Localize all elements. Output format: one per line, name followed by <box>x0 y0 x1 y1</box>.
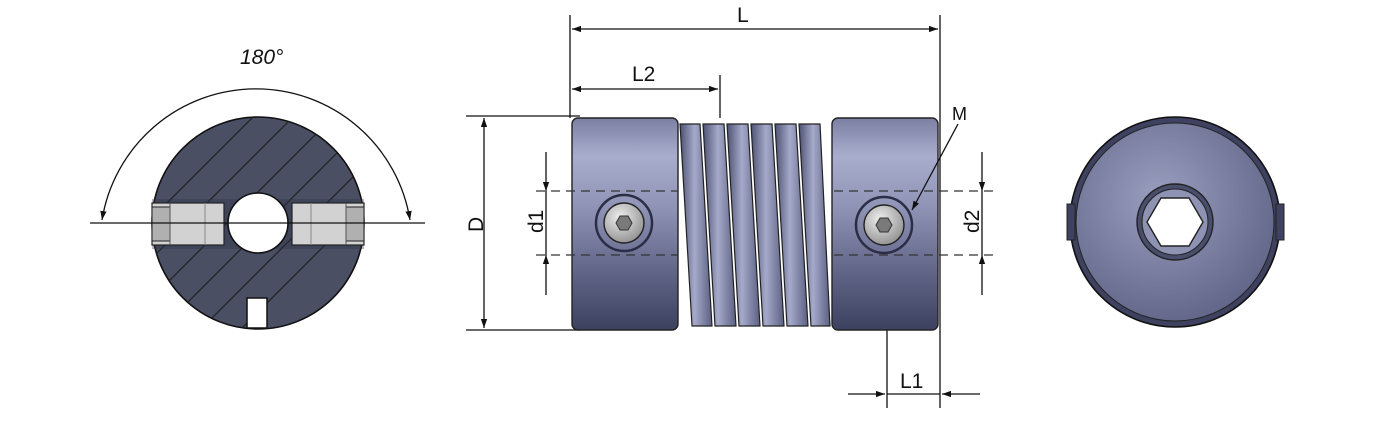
label-d2: d2 <box>961 210 984 233</box>
label-d1: d1 <box>525 210 548 233</box>
label-D: D <box>465 217 488 232</box>
section-view: 180° <box>90 46 425 330</box>
label-L: L <box>737 4 749 27</box>
label-M: M <box>952 104 967 124</box>
left-set-screw <box>151 202 225 246</box>
leader-M <box>911 123 959 211</box>
right-hub-screw <box>854 195 914 255</box>
side-view: L L2 D <box>465 4 996 408</box>
right-set-screw <box>291 202 365 246</box>
label-L1: L1 <box>900 370 923 393</box>
label-L2: L2 <box>632 63 655 86</box>
key <box>246 297 268 329</box>
left-hub-screw <box>594 193 654 253</box>
angle-arc <box>100 88 412 221</box>
end-view-bore <box>1146 197 1204 247</box>
end-view <box>1066 116 1285 328</box>
spring-coils <box>679 123 831 327</box>
angle-label: 180° <box>240 46 283 69</box>
